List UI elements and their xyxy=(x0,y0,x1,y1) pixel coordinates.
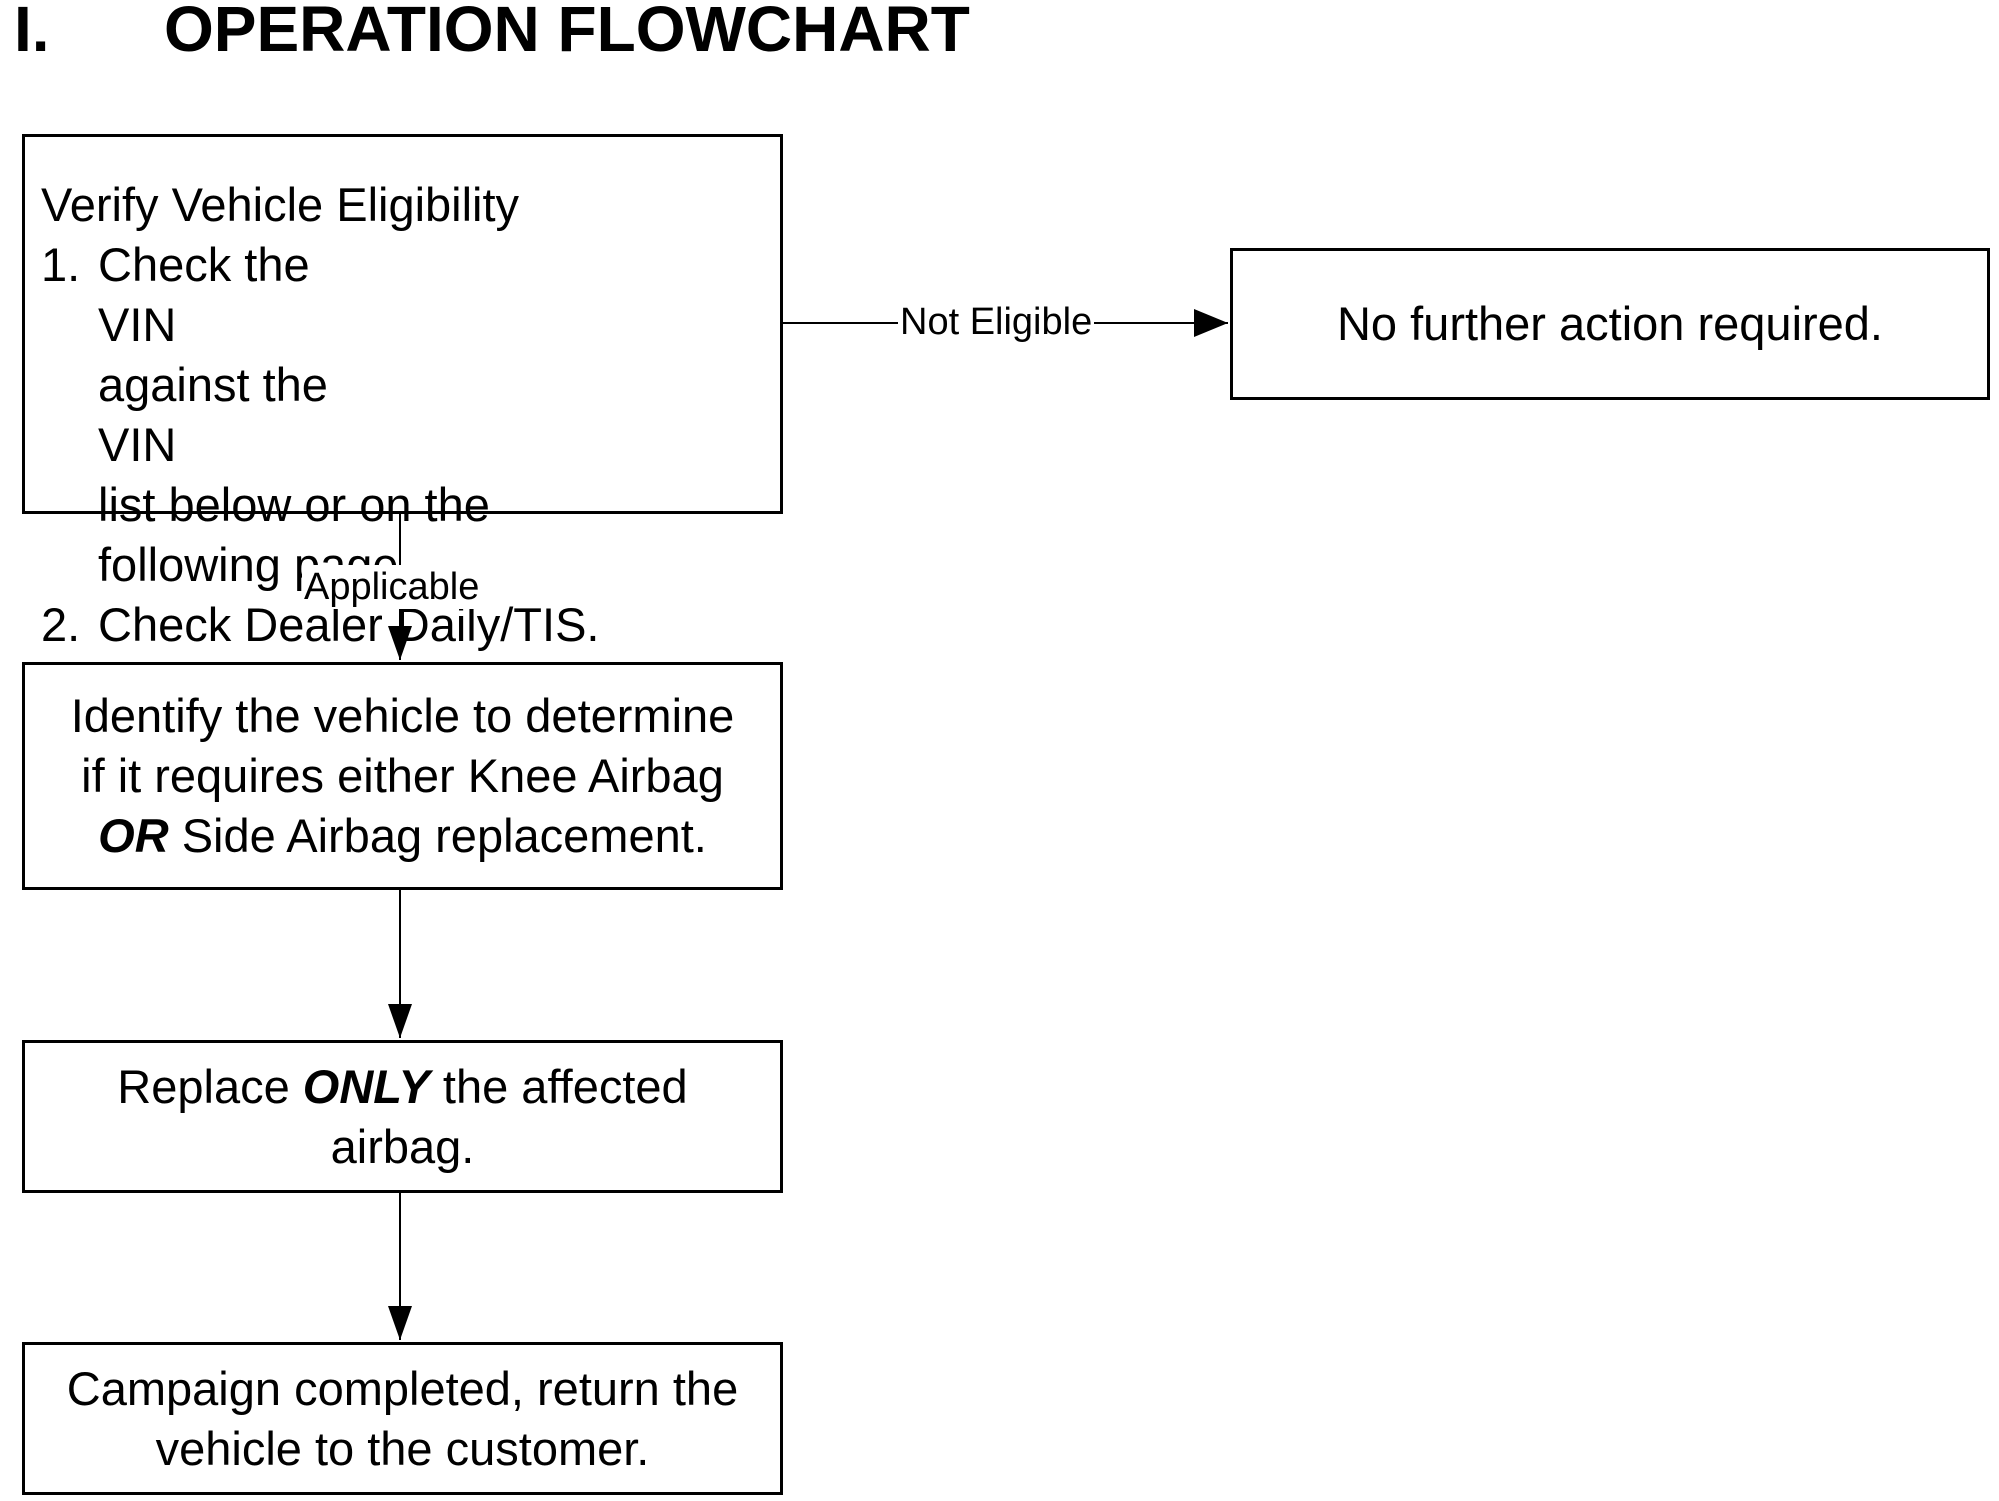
text-line: vehicle to the customer. xyxy=(156,1419,650,1479)
node-no-further-action: No further action required. xyxy=(1230,248,1990,400)
node-verify-heading: Verify Vehicle Eligibility xyxy=(41,178,520,231)
text-line: Check the VIN against the xyxy=(98,235,490,415)
edge-label-not-eligible: Not Eligible xyxy=(898,300,1095,344)
text-run: list below or on the xyxy=(98,478,490,531)
text-run: VIN xyxy=(98,418,177,471)
arrowhead-applicable xyxy=(388,626,412,660)
text-run: Side Airbag replacement. xyxy=(168,809,707,862)
text-run: VIN xyxy=(98,298,177,351)
text-run: OR xyxy=(98,809,169,862)
text-line: Replace ONLY the affected xyxy=(117,1057,687,1117)
arrowhead-not-eligible xyxy=(1194,309,1228,337)
text-line: Campaign completed, return the xyxy=(67,1359,738,1419)
text-line: Identify the vehicle to determine xyxy=(71,686,735,746)
text-run: vehicle to the customer. xyxy=(155,1421,650,1475)
page-title: I. OPERATION FLOWCHART xyxy=(14,0,970,64)
node-identify-vehicle: Identify the vehicle to determine if it r… xyxy=(22,662,783,890)
text-run: the affected xyxy=(429,1059,688,1113)
text-run: No further action required. xyxy=(1336,297,1883,350)
arrowhead-replace-to-complete xyxy=(388,1306,412,1340)
step-marker: 1. xyxy=(41,238,81,291)
text-line: if it requires either Knee Airbag xyxy=(81,746,724,806)
text-line: airbag. xyxy=(331,1117,475,1177)
text-run: Replace xyxy=(117,1059,303,1113)
text-run: ONLY xyxy=(302,1059,430,1113)
node-campaign-completed: Campaign completed, return the vehicle to… xyxy=(22,1342,783,1495)
text-line: VIN list below or on the xyxy=(98,415,490,535)
text-run: Identify the vehicle to determine xyxy=(70,689,735,742)
text-run: Check the xyxy=(98,238,310,291)
text-run: airbag. xyxy=(330,1119,475,1173)
text-run: if it requires either Knee Airbag xyxy=(81,749,724,802)
text-run: Campaign completed, return the xyxy=(66,1361,739,1415)
text-line: OR Side Airbag replacement. xyxy=(98,806,707,866)
step-marker: 2. xyxy=(41,598,81,651)
section-title: OPERATION FLOWCHART xyxy=(164,0,970,65)
arrowhead-identify-to-replace xyxy=(388,1004,412,1038)
node-verify-eligibility: Verify Vehicle Eligibility 1. Check the V… xyxy=(22,134,783,651)
edge-label-applicable: Applicable xyxy=(302,565,482,609)
text-line: No further action required. xyxy=(1337,294,1883,354)
text-run: against the xyxy=(98,358,328,411)
section-number: I. xyxy=(14,0,50,65)
